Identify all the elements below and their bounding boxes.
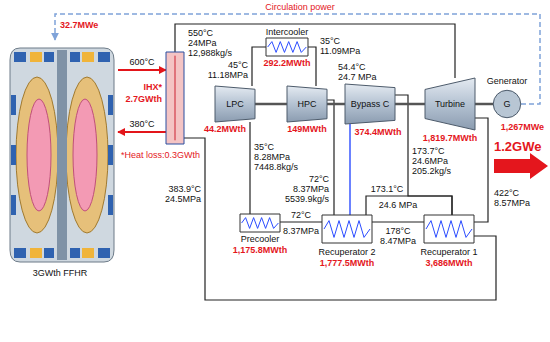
pipe-connector — [349, 124, 350, 215]
node-text: Generator — [487, 76, 528, 86]
state-label: 24.6MPa — [412, 156, 448, 166]
precooler-box: Precooler1,175.8MWth — [240, 214, 280, 232]
node-text: IHX* — [143, 82, 162, 92]
node-text: Precooler — [241, 234, 280, 244]
intercooler-box-outline — [266, 38, 308, 56]
state-label: 8.37MPa — [283, 226, 319, 236]
node-text: 3GWth FFHR — [33, 268, 88, 278]
state-label: 550°C — [188, 28, 213, 38]
node-text: G — [503, 99, 510, 109]
node-text: Bypass C — [351, 99, 390, 109]
node-text: 1,777.5MWth — [320, 258, 375, 268]
reactor-node: 3GWth FFHR — [2, 40, 118, 282]
pipe-connector — [395, 103, 425, 106]
pipe-connector — [327, 103, 345, 106]
pipe-connector — [255, 103, 287, 106]
state-label: 72°C — [309, 174, 329, 184]
pipe-connector — [118, 131, 166, 133]
output-arrow — [494, 153, 548, 179]
intercooler-box: Intercooler292.2MWth — [266, 38, 308, 56]
heat-exchanger-ihx-outline — [166, 52, 184, 144]
compressor: HPC — [287, 86, 327, 122]
state-label: 173.1°C — [371, 184, 404, 194]
state-label: 35°C — [320, 36, 340, 46]
node-text: 292.2MWth — [264, 58, 311, 68]
state-label: 7448.8kg/s — [254, 162, 298, 172]
reactor-illustration — [10, 48, 114, 262]
recuperator-box: Recuperator 21,777.5MWth — [322, 215, 372, 243]
node-text: Intercooler — [266, 27, 309, 37]
pipe-connector — [175, 24, 455, 78]
generator: GeneratorG — [493, 90, 521, 118]
state-label: 11.18MPa — [208, 70, 248, 80]
state-label: 8.57MPa — [494, 198, 530, 208]
state-label: 8.28MPa — [254, 152, 290, 162]
recuperator-box-outline — [322, 215, 372, 243]
pipe-connector — [366, 196, 452, 215]
state-label: 5539.9kg/s — [285, 194, 329, 204]
state-label: 178°C — [385, 226, 410, 236]
state-label: 205.2kg/s — [412, 166, 451, 176]
node-text: 3,686MWth — [425, 258, 472, 268]
state-label: 12,988kg/s — [188, 48, 232, 58]
state-label: 173.7°C — [412, 146, 445, 156]
power-label: 1,267MWe — [501, 122, 544, 132]
node-text: Turbine — [435, 99, 465, 109]
power-label: 1.2GWe — [494, 139, 541, 154]
node-text: Recuperator 2 — [318, 247, 375, 257]
pipe-connector — [475, 103, 493, 106]
node-text: HPC — [297, 99, 316, 109]
state-label: 45°C — [228, 60, 248, 70]
recuperator-box-outline — [424, 215, 474, 243]
node-text: 2.7GWth — [125, 94, 162, 104]
pipe-connector — [249, 122, 250, 214]
node-text: Recuperator 1 — [420, 247, 477, 257]
power-label: 1,819.7MWth — [423, 133, 478, 143]
compressor: Bypass C — [345, 84, 395, 124]
compressor: LPC — [215, 86, 255, 122]
state-label: 383.9°C — [168, 184, 201, 194]
node-text: LPC — [226, 99, 244, 109]
state-label: 24.7 MPa — [338, 72, 377, 82]
pipe-connector — [118, 69, 166, 71]
state-label: 422°C — [494, 188, 519, 198]
power-label: *Heat loss:0.3GWth — [121, 150, 200, 160]
pipe-connector — [372, 221, 424, 222]
edge-label: Circulation power — [264, 2, 336, 12]
recuperator-box: Recuperator 13,686MWth — [424, 215, 474, 243]
power-label: 374.4MWth — [354, 127, 401, 137]
heat-exchanger-ihx: IHX*2.7GWth — [166, 52, 184, 144]
edge-label: 600°C — [128, 57, 155, 67]
state-label: 24.6 MPa — [379, 200, 418, 210]
turbine: Turbine — [425, 78, 475, 130]
power-label: 44.2MWth — [204, 124, 246, 134]
state-label: 24MPa — [188, 38, 217, 48]
state-label: 11.09MPa — [320, 46, 360, 56]
power-label: 149MWth — [287, 124, 327, 134]
pipe-connector — [280, 221, 322, 222]
edge-label: 380°C — [128, 119, 155, 129]
state-label: 8.47MPa — [380, 236, 416, 246]
state-label: 54.4°C — [338, 62, 366, 72]
state-label: 8.37MPa — [293, 184, 329, 194]
state-label: 35°C — [254, 142, 274, 152]
state-label: 24.5MPa — [165, 194, 201, 204]
pipe-connector — [184, 138, 496, 300]
precooler-box-outline — [240, 214, 280, 232]
power-label: 32.7MWe — [60, 20, 98, 30]
state-label: 72°C — [291, 210, 311, 220]
node-text: 1,175.8MWth — [233, 245, 288, 255]
